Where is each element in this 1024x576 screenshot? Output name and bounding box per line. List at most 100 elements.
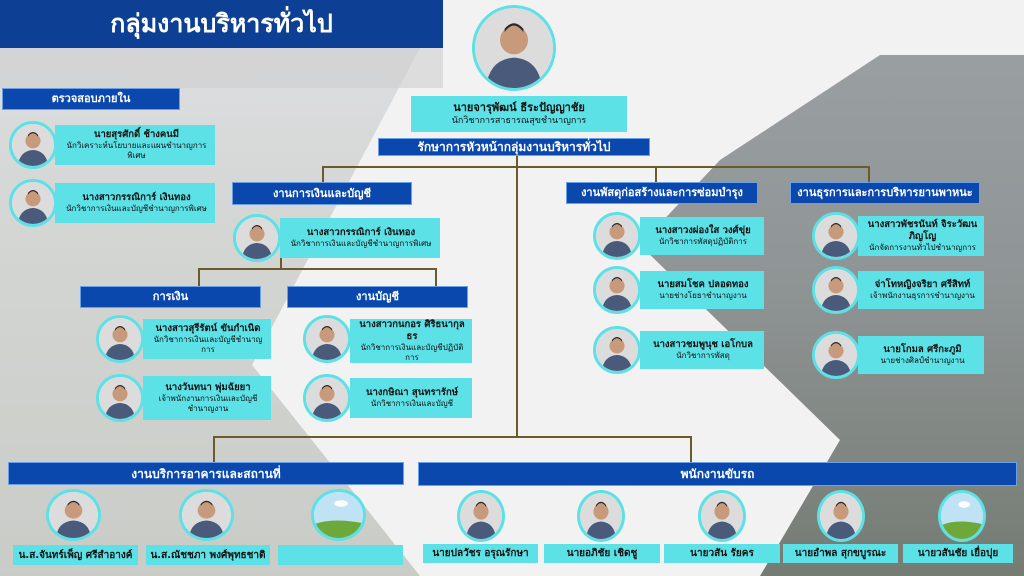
member-position: นักวิเคราะห์นโยบายและแผนชำนาญการพิเศษ	[66, 141, 207, 160]
member-card: นายโกมล ศรีกะภูมินายช่างศิลป์ชำนาญงาน	[858, 336, 984, 374]
member-photo	[233, 214, 281, 262]
member-name-box: นายอำพล สุกขบูรณะ	[783, 544, 898, 563]
member-card: นางสาวพัชรนันท์ จิระวัฒนภิญโญนักจัดการงา…	[858, 216, 984, 256]
connector-line	[280, 255, 282, 269]
connector-line	[198, 268, 436, 270]
member-position: นักวิชาการพัสดุปฏิบัติการ	[658, 237, 748, 246]
member-name: นายอำพล สุกขบูรณะ	[794, 548, 887, 559]
connector-line	[655, 166, 657, 183]
member-photo	[593, 326, 641, 374]
member-name: นางสาวกนกอร ศิริธนากุลธร	[359, 319, 465, 342]
member-name: นางสาวพัชรนันท์ จิระวัฒนภิญโญ	[867, 219, 978, 242]
connector-line	[322, 166, 324, 183]
member-position: นักวิชาการเงินและบัญชีปฏิบัติการ	[360, 343, 464, 362]
section-header: งานบัญชี	[287, 286, 468, 308]
member-card: นายสมโชค ปลอดทองนายช่างโยธาชำนาญงาน	[640, 271, 764, 309]
member-card: จ่าโทหญิงจริยา ศรีสิทท์เจ้าพนักงานธุรการ…	[858, 271, 984, 309]
member-name: นายโกมล ศรีกะภูมิ	[883, 344, 962, 355]
member-photo	[178, 489, 234, 541]
member-position: นักจัดการงานทั่วไปชำนาญการ	[869, 243, 976, 252]
member-photo	[303, 374, 351, 422]
member-name: นายวสันชัย เยื่อปุย	[917, 548, 999, 559]
member-name: นางสาวงผ่องใส วงศ์ขุ่ย	[655, 225, 751, 236]
member-photo	[96, 315, 144, 363]
connector-line	[322, 166, 869, 168]
photo-placeholder-icon	[310, 489, 366, 541]
connector-line	[868, 166, 870, 183]
section-header: พนักงานขับรถ	[418, 462, 1017, 486]
member-name: นางสาวสุรีรัตน์ ขันกำเนิด	[155, 323, 261, 334]
member-card: นางสาวชมพูนุช เอโกบลนักวิชาการพัสดุ	[640, 331, 764, 369]
head-name-box: นายจารุพัฒน์ ธีระปัญญาชัย นักวิชาการสาธา…	[411, 96, 627, 132]
member-photo	[303, 315, 351, 363]
member-position: นายช่างศิลป์ชำนาญงาน	[880, 356, 965, 365]
member-photo	[817, 490, 865, 542]
member-photo	[593, 212, 641, 260]
member-photo	[812, 212, 860, 260]
connector-line	[435, 268, 437, 286]
connector-line	[516, 156, 518, 437]
member-photo	[812, 331, 860, 379]
member-name-box: นายอภิชัย เชิดชู	[544, 544, 660, 563]
member-name-box: น.ส.ณัชชภา พงศ์พุทธชาติ	[146, 545, 270, 565]
member-name: น.ส.ณัชชภา พงศ์พุทธชาติ	[150, 549, 266, 561]
member-name-box	[278, 545, 403, 565]
member-card: นางสาวกรรณิการ์ เงินทองนักวิชาการเงินและ…	[280, 218, 440, 258]
member-card: นางสาวงผ่องใส วงศ์ขุ่ยนักวิชาการพัสดุปฏิ…	[640, 217, 764, 255]
photo-placeholder-icon	[938, 490, 986, 542]
member-name-box: น.ส.จันทร์เพ็ญ ศรีสำอางค์	[13, 545, 138, 565]
member-name: นางสาวกรรณิการ์ เงินทอง	[306, 227, 416, 238]
member-position: นักวิชาการเงินและบัญชีชำนาญการ	[153, 335, 263, 354]
member-photo	[45, 489, 101, 541]
member-position: นายช่างโยธาชำนาญงาน	[659, 291, 747, 300]
section-header: ตรวจสอบภายใน	[2, 88, 180, 110]
acting-head-banner: รักษาการหัวหน้ากลุ่มงานบริหารทั่วไป	[378, 138, 650, 156]
member-name-box: นายปลวัชร อรุณรักษา	[423, 544, 538, 563]
connector-line	[213, 436, 215, 462]
member-name: นางกษิณา สุนทรารักษ์	[365, 387, 459, 398]
member-name: นายสุรศักดิ์ ช้างคนมี	[93, 129, 180, 140]
connector-line	[690, 436, 692, 462]
section-header: งานการเงินและบัญชี	[232, 182, 412, 205]
member-photo	[698, 490, 746, 542]
head-avatar	[472, 5, 556, 91]
member-photo	[593, 266, 641, 314]
member-card: นางสาวกนกอร ศิริธนากุลธรนักวิชาการเงินแล…	[350, 319, 472, 363]
member-name: นายวสัน รัยคร	[690, 548, 754, 559]
member-position: เจ้าพนักงานธุรการชำนาญงาน	[870, 291, 975, 300]
head-name: นายจารุพัฒน์ ธีระปัญญาชัย	[453, 101, 585, 114]
member-position: นักวิชาการเงินและบัญชีชำนาญการพิเศษ	[66, 204, 207, 213]
member-card: นางวันทนา พุ่มฉัยยาเจ้าพนักงานการเงินและ…	[143, 376, 271, 420]
member-name: นายอภิชัย เชิดชู	[566, 548, 638, 559]
member-photo	[9, 179, 57, 227]
section-header: งานบริการอาคารและสถานที่	[8, 462, 404, 485]
background-photo-top	[0, 48, 443, 88]
member-name-box: นายวสัน รัยคร	[664, 544, 780, 563]
member-photo	[577, 490, 625, 542]
member-position: นักวิชาการเงินและบัญชีชำนาญการพิเศษ	[290, 239, 432, 248]
section-header: งานธุรการและการบริหารยานพาหนะ	[790, 182, 980, 204]
member-photo	[96, 374, 144, 422]
member-position: นักวิชาการพัสดุ	[676, 351, 730, 360]
member-name: นายสมโชค ปลอดทอง	[657, 279, 749, 290]
member-photo	[457, 490, 505, 542]
member-name: นางวันทนา พุ่มฉัยยา	[165, 382, 251, 393]
page-title: กลุ่มงานบริหารทั่วไป	[0, 0, 443, 48]
member-photo	[812, 266, 860, 314]
member-card: นางสาวกรรณิการ์ เงินทองนักวิชาการเงินและ…	[55, 183, 215, 223]
member-name: น.ส.จันทร์เพ็ญ ศรีสำอางค์	[18, 549, 133, 561]
member-card: นางกษิณา สุนทรารักษ์นักวิชาการเงินและบัญ…	[350, 378, 472, 418]
connector-line	[213, 436, 691, 438]
member-name: จ่าโทหญิงจริยา ศรีสิทท์	[874, 279, 971, 290]
member-name: นางสาวชมพูนุช เอโกบล	[653, 339, 753, 350]
head-position: นักวิชาการสาธารณสุขชำนาญการ	[451, 116, 587, 126]
member-position: นักวิชาการเงินและบัญชี	[370, 399, 454, 408]
section-header: งานพัสดุก่อสร้างและการซ่อมบำรุง	[566, 182, 758, 204]
member-name: นางสาวกรรณิการ์ เงินทอง	[82, 192, 191, 203]
member-card: นายสุรศักดิ์ ช้างคนมีนักวิเคราะห์นโยบายแ…	[55, 125, 215, 165]
member-photo	[9, 121, 57, 169]
connector-line	[198, 268, 200, 286]
section-header: การเงิน	[80, 286, 261, 308]
member-name-box: นายวสันชัย เยื่อปุย	[903, 544, 1013, 563]
member-name: นายปลวัชร อรุณรักษา	[432, 548, 529, 559]
